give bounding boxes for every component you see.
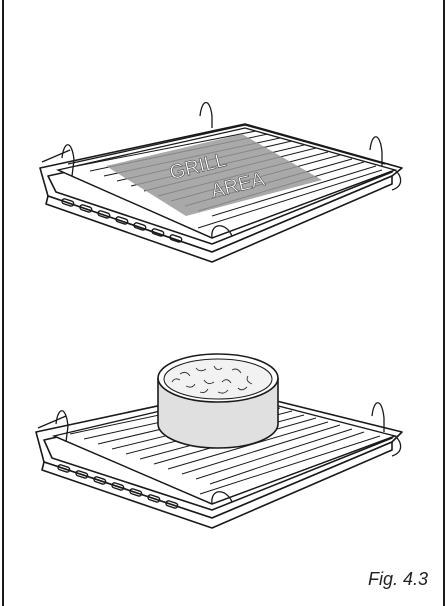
figure-caption: Fig. 4.3 xyxy=(368,569,428,590)
tray-with-grill-area-illustration: GRILL AREA xyxy=(0,0,448,290)
cake-tin xyxy=(158,354,278,448)
tray-with-cake-tin-illustration xyxy=(0,330,448,580)
